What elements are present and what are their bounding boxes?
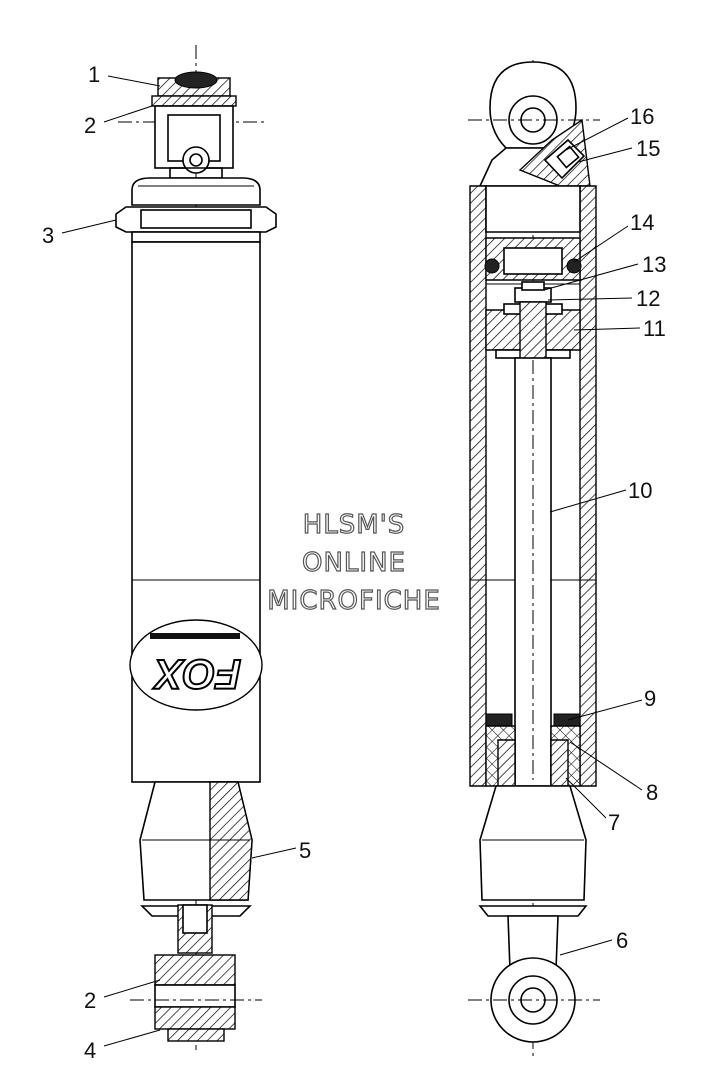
watermark: HLSM'S ONLINE MICROFICHE xyxy=(267,509,441,616)
callout-13: 13 xyxy=(642,252,666,277)
left-shock-exterior: FOX xyxy=(115,45,277,1050)
fox-logo-text: FOX xyxy=(152,651,241,698)
bottom-eye-assembly xyxy=(130,954,262,1042)
watermark-line-3: MICROFICHE xyxy=(267,586,441,616)
bottom-boot xyxy=(139,781,253,954)
callout-15: 15 xyxy=(636,136,660,161)
callout-10: 10 xyxy=(628,478,652,503)
callout-16: 16 xyxy=(630,104,654,129)
leader-lines xyxy=(61,75,643,1047)
callout-2-bottom: 2 xyxy=(84,988,96,1013)
watermark-line-1: HLSM'S xyxy=(303,510,406,540)
callout-9: 9 xyxy=(644,686,656,711)
callout-1: 1 xyxy=(88,62,100,87)
right-shock-cutaway xyxy=(468,60,600,1060)
callout-11: 11 xyxy=(643,316,666,341)
seal-head xyxy=(485,713,581,787)
reservoir-cap xyxy=(115,177,277,243)
callout-2-top: 2 xyxy=(84,113,96,138)
cutaway-bottom-boot xyxy=(468,785,600,1043)
callout-7: 7 xyxy=(608,810,620,835)
callout-labels: 1 2 3 5 2 4 6 7 8 9 10 11 12 13 14 15 16 xyxy=(42,62,666,1063)
callout-4: 4 xyxy=(84,1038,96,1063)
callout-8: 8 xyxy=(646,780,658,805)
cutaway-top-eye xyxy=(468,61,600,187)
callout-6: 6 xyxy=(616,928,628,953)
callout-5: 5 xyxy=(299,838,311,863)
top-eye-assembly xyxy=(118,71,268,179)
floating-piston xyxy=(484,237,582,285)
callout-14: 14 xyxy=(630,210,654,235)
callout-3: 3 xyxy=(42,223,54,248)
fox-logo: FOX xyxy=(129,619,263,711)
watermark-line-2: ONLINE xyxy=(302,548,406,578)
piston-assembly xyxy=(485,281,581,361)
callout-12: 12 xyxy=(636,286,660,311)
